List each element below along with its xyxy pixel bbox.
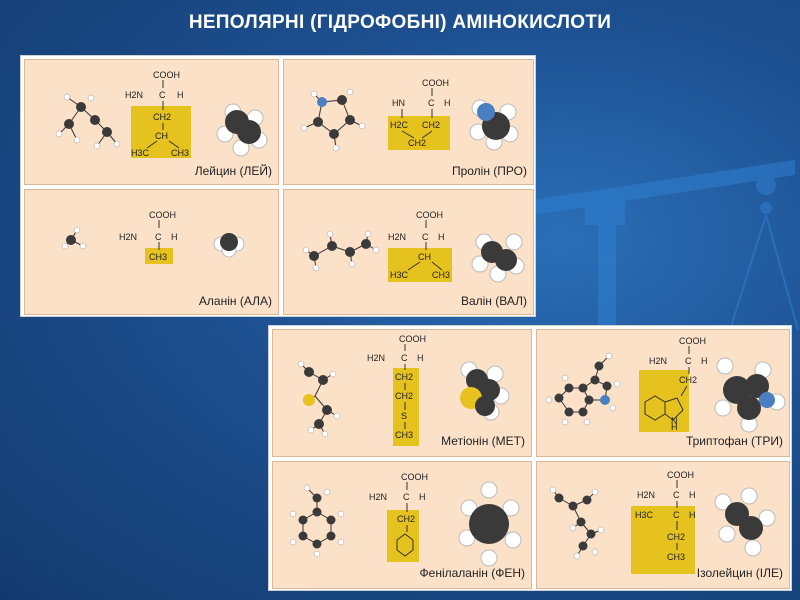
formula-n: N xyxy=(671,416,678,426)
formula-ch3: CH3 xyxy=(149,252,167,262)
amino-acid-name: Триптофан (ТРИ) xyxy=(685,434,783,448)
formula-h3c: H3C xyxy=(390,270,409,280)
formula-h2n: H2N xyxy=(388,232,406,242)
formula-h2n: H2N xyxy=(637,490,655,500)
leucine-structure: COOH H2N C H CH2 CH H3C CH3 xyxy=(55,70,268,158)
top-amino-acid-group: COOH H2N C H CH2 CH H3C CH3 Лейцин (ЛЕЙ) xyxy=(20,55,536,317)
formula-ch3: CH3 xyxy=(171,148,189,158)
isoleucine-structure: COOH H2N C H H3C C H CH2 CH3 xyxy=(549,470,776,574)
amino-acid-name: Лейцин (ЛЕЙ) xyxy=(194,164,272,178)
amino-acid-name: Аланін (АЛА) xyxy=(198,294,272,308)
formula-c: C xyxy=(155,232,162,242)
formula-h: H xyxy=(171,232,178,242)
formula-h: H xyxy=(417,353,424,363)
formula-s: S xyxy=(401,411,407,421)
card-methionine: COOH H2N C H CH2 CH2 S CH3 Метіонін (МЕТ… xyxy=(272,329,532,457)
amino-acid-name: Метіонін (МЕТ) xyxy=(441,434,525,448)
tryptophan-structure: COOH H2N C H CH2 H N xyxy=(545,336,786,433)
formula-c: C xyxy=(401,353,408,363)
proline-structure: COOH HN C H H2C CH2 CH2 xyxy=(300,78,519,152)
formula-ch3: CH3 xyxy=(667,552,685,562)
alanine-structure: COOH H2N C H CH3 xyxy=(61,210,245,264)
amino-acid-name: Ізолейцин (ІЛЕ) xyxy=(696,566,783,580)
formula-h2n: H2N xyxy=(369,492,387,502)
formula-c: C xyxy=(685,356,692,366)
formula-ch: CH xyxy=(155,131,168,141)
formula-cooh: COOH xyxy=(416,210,443,220)
formula-h: H xyxy=(438,232,445,242)
formula-h3c: H3C xyxy=(635,510,654,520)
formula-ch: CH xyxy=(418,252,431,262)
amino-acid-name: Пролін (ПРО) xyxy=(451,164,527,178)
amino-acid-name: Фенілаланін (ФЕН) xyxy=(419,566,525,580)
formula-cooh: COOH xyxy=(422,78,449,88)
formula-h2c: H2C xyxy=(390,120,409,130)
formula-cooh: COOH xyxy=(149,210,176,220)
formula-ch3: CH3 xyxy=(432,270,450,280)
formula-ch2: CH2 xyxy=(422,120,440,130)
phenylalanine-structure: COOH H2N C H CH2 xyxy=(289,472,522,567)
formula-hn: HN xyxy=(392,98,405,108)
amino-acid-name: Валін (ВАЛ) xyxy=(460,294,527,308)
formula-ch2-bottom: CH2 xyxy=(408,138,426,148)
card-proline: COOH HN C H H2C CH2 CH2 Пролін (ПРО) xyxy=(283,59,534,185)
formula-h: H xyxy=(444,98,451,108)
formula-ch2-second: CH2 xyxy=(395,391,413,401)
formula-ch2: CH2 xyxy=(667,532,685,542)
formula-c: C xyxy=(159,90,166,100)
formula-h: H xyxy=(689,490,696,500)
formula-h-second: H xyxy=(689,510,696,520)
page-title: НЕПОЛЯРНІ (ГІДРОФОБНІ) АМІНОКИСЛОТИ xyxy=(188,12,612,33)
card-valine: COOH H2N C H CH H3C CH3 Валін (ВАЛ) xyxy=(283,189,534,315)
formula-h: H xyxy=(701,356,708,366)
formula-ch3: CH3 xyxy=(395,430,413,440)
formula-cooh: COOH xyxy=(401,472,428,482)
formula-cooh: COOH xyxy=(153,70,180,80)
formula-h: H xyxy=(177,90,184,100)
card-isoleucine: COOH H2N C H H3C C H CH2 CH3 Ізолейцин (… xyxy=(536,461,790,589)
bottom-amino-acid-group: COOH H2N C H CH2 CH2 S CH3 Метіонін (МЕТ… xyxy=(268,325,792,591)
formula-ch2: CH2 xyxy=(395,372,413,382)
formula-c: C xyxy=(422,232,429,242)
formula-h-nh: H xyxy=(671,422,678,432)
formula-c-second: C xyxy=(673,510,680,520)
valine-structure: COOH H2N C H CH H3C CH3 xyxy=(302,210,525,283)
formula-h2n: H2N xyxy=(125,90,143,100)
formula-cooh: COOH xyxy=(399,334,426,344)
formula-ch2: CH2 xyxy=(153,112,171,122)
formula-c: C xyxy=(428,98,435,108)
formula-h2n: H2N xyxy=(119,232,137,242)
formula-h3c: H3C xyxy=(131,148,150,158)
formula-cooh: COOH xyxy=(679,336,706,346)
card-tryptophan: COOH H2N C H CH2 H N Триптофан (ТРИ) xyxy=(536,329,790,457)
formula-cooh: COOH xyxy=(667,470,694,480)
formula-ch2: CH2 xyxy=(397,514,415,524)
formula-h2n: H2N xyxy=(649,356,667,366)
card-phenylalanine: COOH H2N C H CH2 Фенілаланін (ФЕН) xyxy=(272,461,532,589)
formula-c: C xyxy=(403,492,410,502)
methionine-structure: COOH H2N C H CH2 CH2 S CH3 xyxy=(297,334,510,446)
formula-c: C xyxy=(673,490,680,500)
formula-h: H xyxy=(419,492,426,502)
formula-h2n: H2N xyxy=(367,353,385,363)
formula-ch2: CH2 xyxy=(679,375,697,385)
card-alanine: COOH H2N C H CH3 Аланін (АЛА) xyxy=(24,189,279,315)
card-leucine: COOH H2N C H CH2 CH H3C CH3 Лейцин (ЛЕЙ) xyxy=(24,59,279,185)
